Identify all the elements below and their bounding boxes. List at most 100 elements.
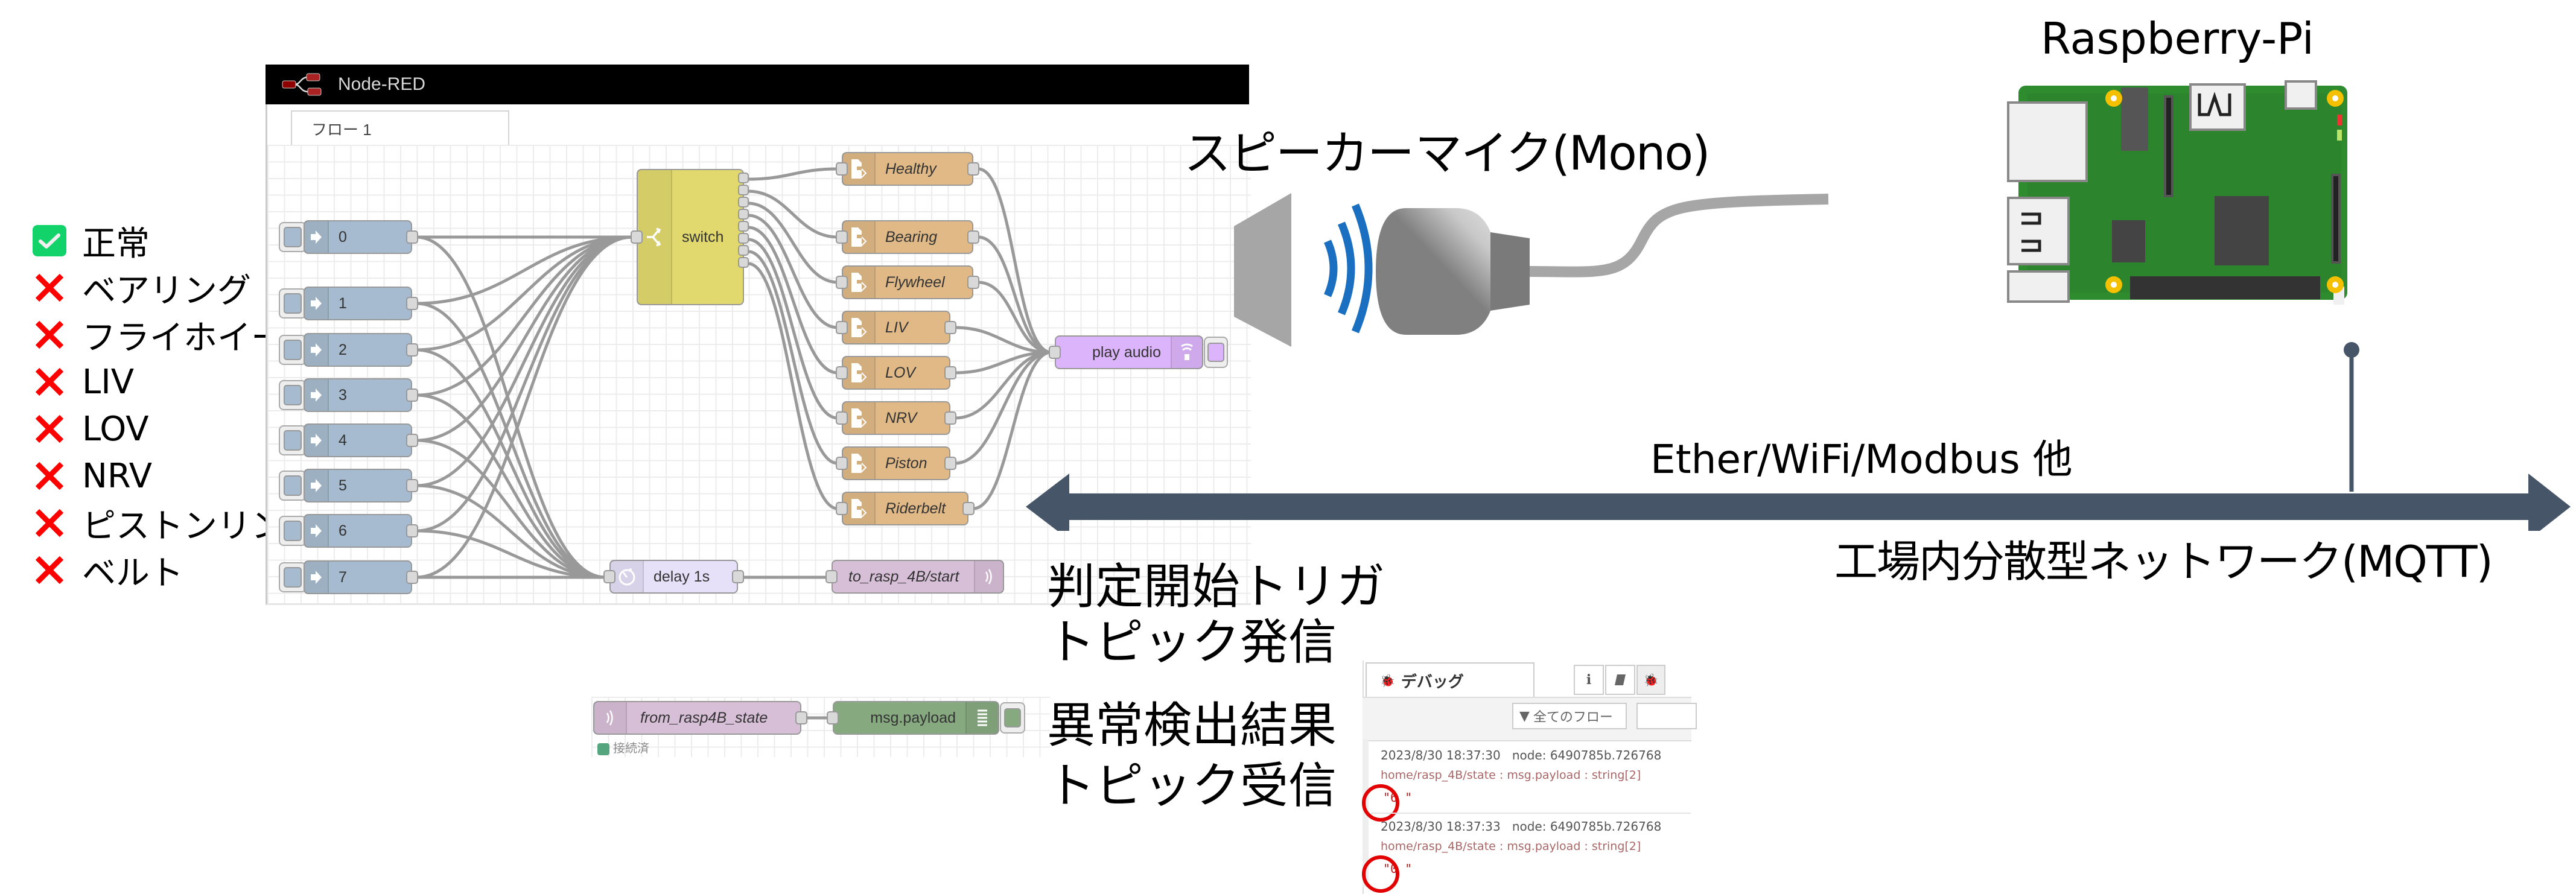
wire[interactable] [416,439,606,579]
help-book-button[interactable] [1605,665,1635,695]
debug-sidebar-button[interactable]: 🐞 [1636,665,1665,695]
function-input-port[interactable] [836,366,848,379]
function-node[interactable]: Bearing [842,220,973,254]
wire[interactable] [955,350,1052,375]
wire[interactable] [748,189,838,239]
inject-node[interactable]: 1 [304,287,412,320]
function-input-port[interactable] [836,457,848,470]
wire[interactable] [416,235,633,579]
inject-trigger-button[interactable] [279,562,307,592]
delay-node[interactable]: delay 1s [609,560,738,594]
audio-toggle-button[interactable] [1204,337,1228,368]
flow-tab[interactable]: フロー 1 [291,110,509,145]
inject-output-port[interactable] [406,479,418,492]
inject-node[interactable]: 7 [304,560,412,594]
info-button[interactable]: i [1574,665,1604,695]
function-output-port[interactable] [967,162,979,176]
wire[interactable] [416,235,633,397]
inject-output-port[interactable] [406,230,418,244]
inject-node[interactable]: 3 [304,378,412,412]
inject-trigger-button[interactable] [279,380,307,410]
mqtt-out-node[interactable]: to_rasp_4B/start [832,560,1004,594]
function-node[interactable]: NRV [842,401,950,435]
function-input-port[interactable] [836,321,848,334]
function-node[interactable]: LOV [842,356,950,390]
inject-trigger-button[interactable] [279,471,307,501]
inject-output-port[interactable] [406,343,418,357]
wire[interactable] [416,235,606,579]
function-input-port[interactable] [836,502,848,515]
wire[interactable] [748,167,838,181]
debug-input-port[interactable] [827,711,839,724]
function-output-port[interactable] [967,276,979,289]
function-input-port[interactable] [836,276,848,289]
inject-trigger-button[interactable] [279,425,307,455]
wire[interactable] [416,235,633,352]
debug-message[interactable]: 2023/8/30 18:37:30 node: 6490785b.726768… [1381,748,1661,805]
function-output-port[interactable] [944,321,956,334]
wire[interactable] [416,235,633,533]
function-input-port[interactable] [836,411,848,425]
function-output-port[interactable] [944,411,956,425]
wire[interactable] [978,281,1052,354]
switch-output-port[interactable] [738,233,749,244]
switch-input-port[interactable] [631,230,643,244]
wire[interactable] [748,226,838,375]
wire[interactable] [978,167,1052,354]
wire[interactable] [416,529,606,579]
inject-node[interactable]: 4 [304,423,412,457]
switch-output-port[interactable] [738,173,749,183]
flow-canvas[interactable] [266,145,1251,605]
wire[interactable] [416,393,606,579]
clear-button[interactable] [1636,703,1697,729]
switch-output-port[interactable] [738,209,749,220]
wire[interactable] [416,235,633,442]
switch-output-port[interactable] [738,185,749,195]
inject-node[interactable]: 0 [304,220,412,254]
switch-output-port[interactable] [738,197,749,208]
debug-node[interactable]: msg.payload [833,701,999,735]
inject-trigger-button[interactable] [279,516,307,546]
wire[interactable] [416,235,633,487]
wire[interactable] [955,326,1052,354]
delay-output-port[interactable] [732,570,744,583]
mqtt-in-node[interactable]: from_rasp4B_state [593,701,801,735]
inject-trigger-button[interactable] [279,288,307,319]
function-node[interactable]: Piston [842,446,950,480]
function-node[interactable]: Flywheel [842,265,973,299]
function-input-port[interactable] [836,162,848,176]
function-node[interactable]: LIV [842,311,950,344]
function-output-port[interactable] [944,457,956,470]
function-output-port[interactable] [962,502,975,515]
inject-output-port[interactable] [406,388,418,402]
switch-node[interactable]: switch [637,169,744,305]
wire[interactable] [978,235,1052,354]
wire[interactable] [955,350,1052,420]
function-output-port[interactable] [944,366,956,379]
filter-flows-button[interactable]: ▼ 全てのフロー [1512,703,1627,729]
inject-output-port[interactable] [406,524,418,537]
inject-node[interactable]: 2 [304,333,412,367]
wire[interactable] [416,235,633,305]
inject-node[interactable]: 5 [304,469,412,502]
inject-trigger-button[interactable] [279,222,307,252]
function-node[interactable]: Healthy [842,152,973,186]
inject-output-port[interactable] [406,297,418,310]
wire[interactable] [748,238,838,420]
switch-output-port[interactable] [738,257,749,268]
debug-tab[interactable]: 🐞 デバッグ [1366,662,1534,697]
wire[interactable] [955,350,1052,465]
inject-node[interactable]: 6 [304,514,412,548]
function-node[interactable]: Riderbelt [842,492,968,525]
wire[interactable] [416,348,606,579]
wire[interactable] [416,484,606,579]
function-input-port[interactable] [836,230,848,244]
switch-output-port[interactable] [738,221,749,232]
wire[interactable] [416,302,606,579]
mqtt-in-output-port[interactable] [795,711,807,724]
wire[interactable] [748,201,838,284]
debug-toggle-button[interactable] [1000,702,1025,734]
wire[interactable] [748,250,838,465]
play-audio-node[interactable]: play audio [1055,335,1203,369]
mqtt-out-input-port[interactable] [825,570,838,583]
